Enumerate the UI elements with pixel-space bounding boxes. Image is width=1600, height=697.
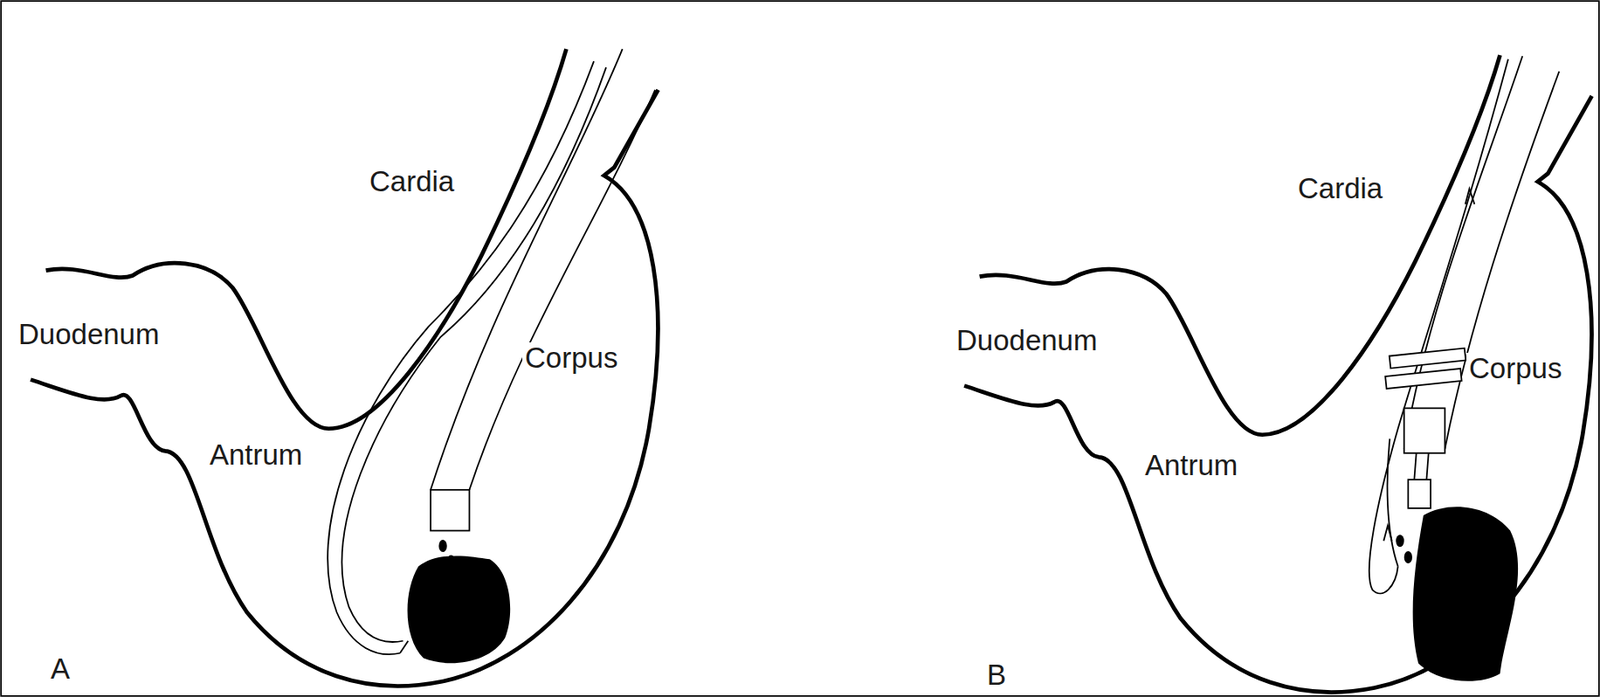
part-label: Corpus (522, 342, 621, 373)
part-label: A (48, 653, 73, 684)
part-label: Duodenum (953, 324, 1100, 356)
part-label: Duodenum (15, 318, 162, 350)
part-label: Cardia (366, 165, 457, 197)
part-label: Cardia (1295, 172, 1386, 204)
part-label: B (984, 659, 1009, 690)
part-label: Corpus (1466, 352, 1565, 384)
part-label: Antrum (1142, 449, 1241, 481)
part-label: Antrum (206, 439, 305, 470)
